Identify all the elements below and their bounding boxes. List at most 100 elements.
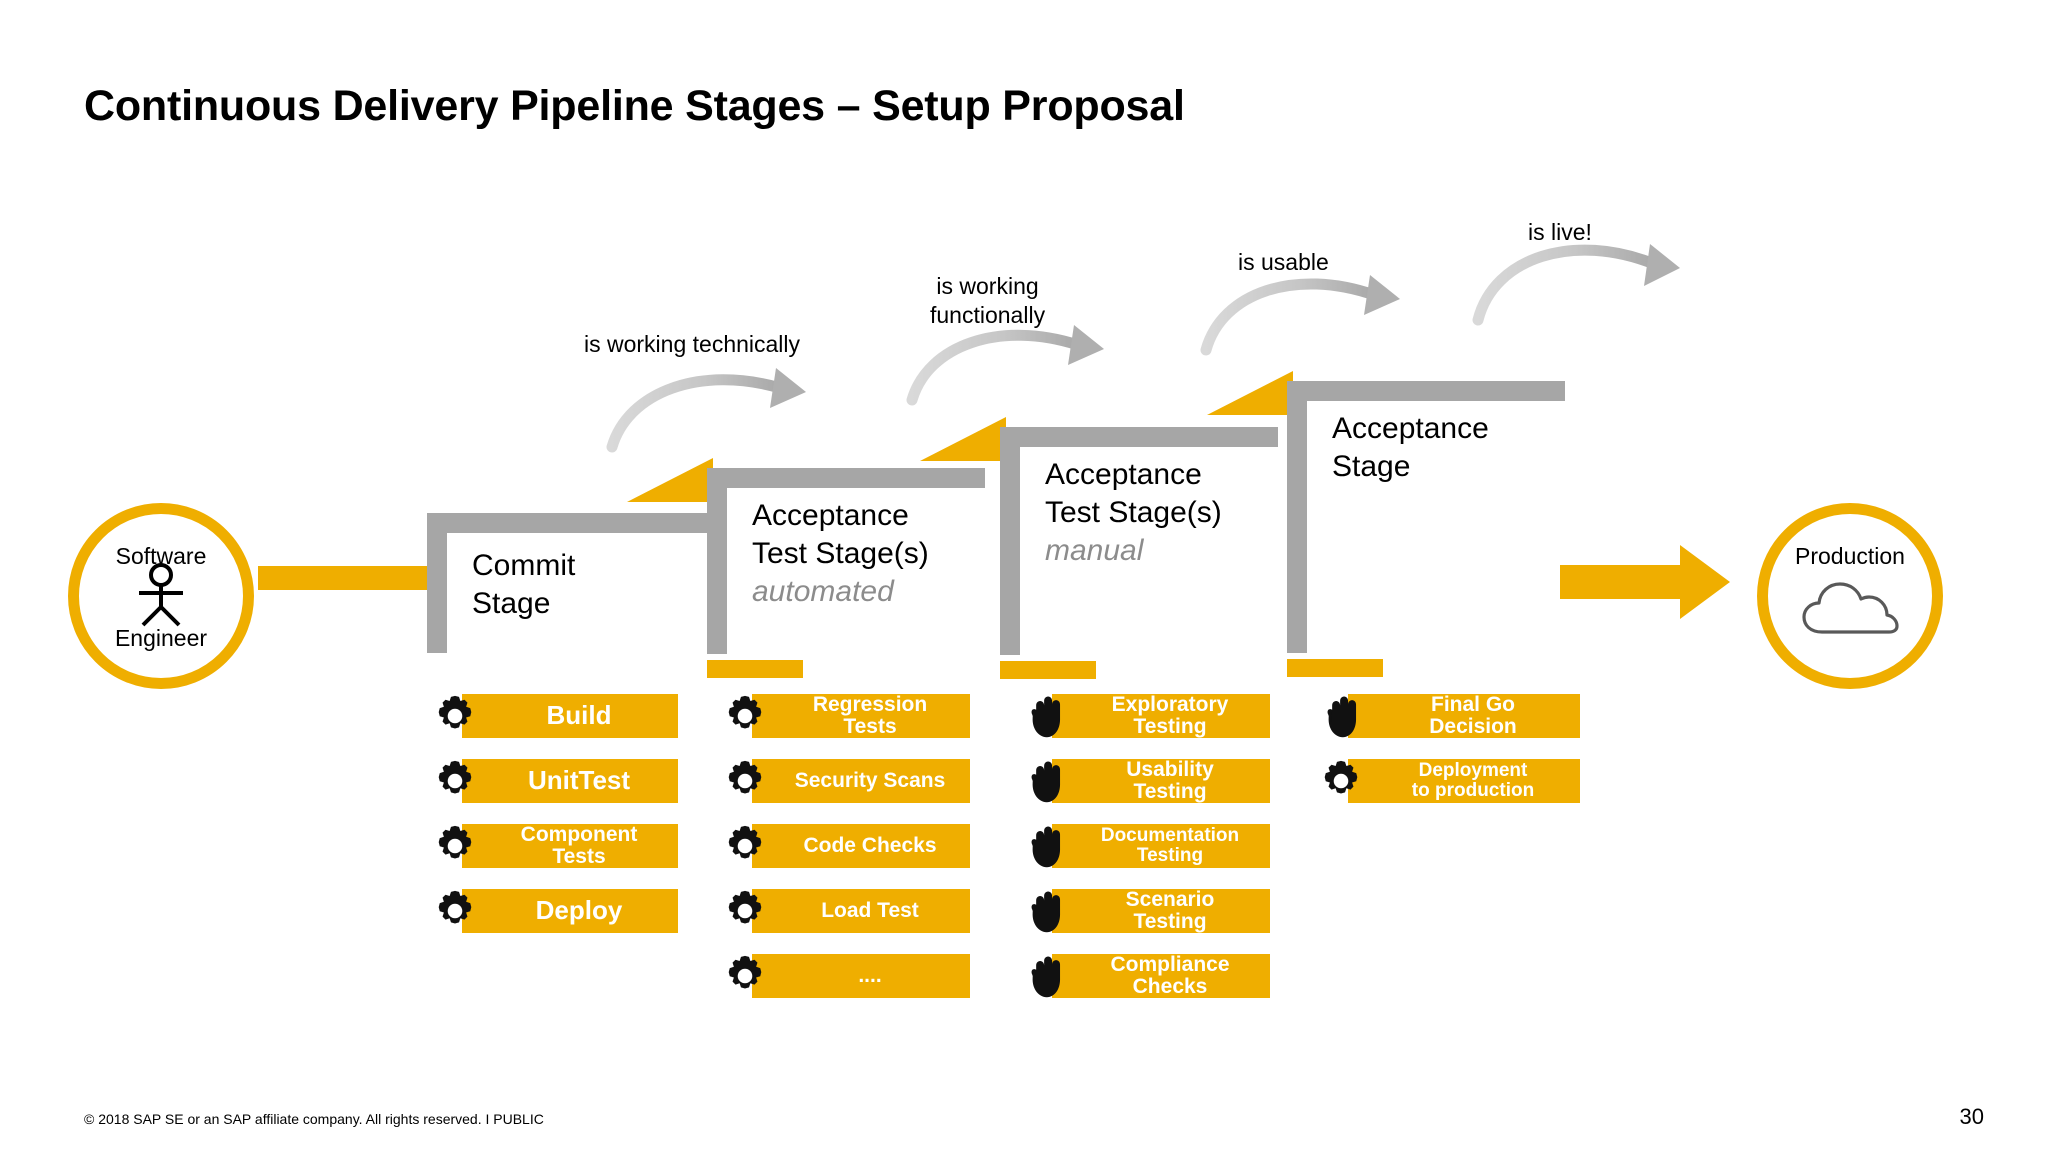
task-chip-label: Build <box>546 700 612 731</box>
stage-acceptance-automated-corner-icon <box>627 458 713 502</box>
gear-icon <box>438 890 472 924</box>
task-chip[interactable]: UnitTest <box>432 759 678 803</box>
stage-commit-title: Commit Stage <box>472 549 576 620</box>
task-chip[interactable]: Regression Tests <box>722 692 970 738</box>
software-engineer-node[interactable]: Software Engineer <box>68 503 254 689</box>
task-chip-label: Regression Tests <box>812 692 928 738</box>
curved-arrow-4-icon <box>1472 244 1680 326</box>
annotation-label-3: is usable <box>1238 249 1329 275</box>
task-chip-body: Load Test <box>752 889 970 933</box>
task-chip[interactable]: Build <box>432 694 678 738</box>
task-chip-label: Load Test <box>821 898 919 922</box>
task-chip-label: Final Go Decision <box>1429 692 1517 738</box>
gear-icon <box>438 695 472 729</box>
stick-figure-icon <box>139 563 183 627</box>
footer-copyright: © 2018 SAP SE or an SAP affiliate compan… <box>84 1111 544 1127</box>
hand-icon <box>1031 761 1061 803</box>
stage-acceptance-manual-top-bar <box>1000 427 1278 447</box>
task-chip[interactable]: Exploratory Testing <box>1022 692 1270 738</box>
task-chip-body: Compliance Checks <box>1052 952 1270 998</box>
task-chip-body: Code Checks <box>752 824 970 868</box>
stage-acceptance-title: Acceptance Stage <box>1332 412 1489 483</box>
gear-icon <box>728 760 762 794</box>
task-chip-label: .... <box>858 963 882 987</box>
task-chip-body: Documentation Testing <box>1052 824 1270 868</box>
software-engineer-label-bottom: Engineer <box>114 625 208 651</box>
task-chip-label: Security Scans <box>794 768 946 792</box>
task-chip[interactable]: Security Scans <box>722 759 970 803</box>
task-chip-body: Deploy <box>462 889 678 933</box>
stage-commit-left-bar <box>427 513 447 653</box>
task-chip[interactable]: Usability Testing <box>1022 757 1270 803</box>
stage-acceptance-manual-title: Acceptance Test Stage(s) manual <box>1045 458 1222 567</box>
annotation-label-2: is working functionally <box>930 273 1046 328</box>
task-chip[interactable]: Compliance Checks <box>1022 952 1270 998</box>
task-chip[interactable]: Deployment to production <box>1318 759 1580 803</box>
task-chip[interactable]: Deploy <box>432 889 678 933</box>
task-chip-body: Regression Tests <box>752 692 970 738</box>
task-chip-label: Code Checks <box>803 833 937 857</box>
task-chip-body: Deployment to production <box>1348 759 1580 803</box>
task-chip-label: Compliance Checks <box>1110 952 1230 998</box>
stage-acceptance[interactable]: Acceptance Stage <box>1207 371 1582 677</box>
gear-icon <box>438 760 472 794</box>
gear-icon <box>728 695 762 729</box>
gear-icon <box>728 825 762 859</box>
task-chip[interactable]: .... <box>722 954 970 998</box>
page-number: 30 <box>1959 1104 1984 1129</box>
task-chip-label: Documentation Testing <box>1100 825 1240 866</box>
stage-acceptance-automated-bottom-accent <box>707 660 803 678</box>
task-chip-label: UnitTest <box>527 765 631 796</box>
task-chip[interactable]: Scenario Testing <box>1022 887 1270 933</box>
stage-acceptance-automated-left-bar <box>707 468 727 654</box>
task-chip-body: Component Tests <box>462 822 678 868</box>
stage-acceptance-automated-title: Acceptance Test Stage(s) automated <box>752 499 929 608</box>
production-arrow-icon <box>1560 545 1730 619</box>
annotation-label-1: is working technically <box>584 331 801 357</box>
gear-icon <box>438 825 472 859</box>
task-chip-label: Deploy <box>535 895 623 926</box>
stage-acceptance-manual[interactable]: Acceptance Test Stage(s) manual <box>920 417 1290 679</box>
stage-acceptance-manual-bottom-accent <box>1000 661 1096 679</box>
gear-icon <box>728 890 762 924</box>
hand-icon <box>1031 891 1061 933</box>
task-chip[interactable]: Code Checks <box>722 824 970 868</box>
task-chip-body: Final Go Decision <box>1348 692 1580 738</box>
task-chip[interactable]: Final Go Decision <box>1318 692 1580 738</box>
task-chip-body: UnitTest <box>462 759 678 803</box>
curved-arrow-3-icon <box>1200 275 1400 356</box>
hand-icon <box>1327 696 1357 738</box>
stage-acceptance-left-bar <box>1287 381 1307 653</box>
gear-icon <box>728 955 762 989</box>
stage-acceptance-top-bar <box>1287 381 1565 401</box>
production-node[interactable]: Production <box>1757 503 1943 689</box>
gear-icon <box>1324 760 1358 794</box>
task-chip-body: Security Scans <box>752 759 970 803</box>
task-chip[interactable]: Load Test <box>722 889 970 933</box>
stage-commit[interactable]: Commit Stage <box>427 513 712 673</box>
production-label: Production <box>1795 543 1905 569</box>
task-chip-body: Build <box>462 694 678 738</box>
task-chip-label: Scenario Testing <box>1125 887 1215 933</box>
hand-icon <box>1031 826 1061 868</box>
engineer-to-commit-connector <box>258 566 433 590</box>
task-chip-label: Exploratory Testing <box>1111 692 1229 738</box>
stage-acceptance-bottom-accent <box>1287 659 1383 677</box>
task-chip-label: Component Tests <box>520 822 638 868</box>
page-title: Continuous Delivery Pipeline Stages – Se… <box>84 82 1185 130</box>
curved-arrow-2-icon <box>906 325 1104 406</box>
task-chip-label: Usability Testing <box>1126 757 1214 803</box>
task-chip-body: .... <box>752 954 970 998</box>
task-chip[interactable]: Component Tests <box>432 822 678 868</box>
annotation-label-4: is live! <box>1528 219 1592 245</box>
task-chip-body: Usability Testing <box>1052 757 1270 803</box>
stage-acceptance-manual-left-bar <box>1000 427 1020 655</box>
stage-acceptance-automated[interactable]: Acceptance Test Stage(s) automated <box>627 458 997 678</box>
stage-commit-top-bar <box>427 513 707 533</box>
task-chip[interactable]: Documentation Testing <box>1022 824 1270 868</box>
task-chip-body: Scenario Testing <box>1052 887 1270 933</box>
stage-acceptance-manual-corner-icon <box>920 417 1006 461</box>
stage-acceptance-automated-top-bar <box>707 468 985 488</box>
hand-icon <box>1031 956 1061 998</box>
